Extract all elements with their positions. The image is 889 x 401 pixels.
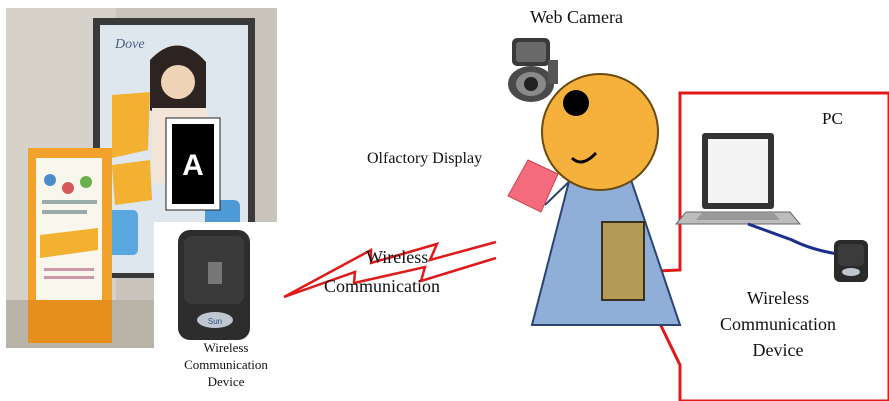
wireless-link-label-line1: Wireless — [366, 247, 429, 267]
device-left-label-line3: Device — [207, 374, 245, 389]
webcam-icon — [508, 38, 558, 102]
web-camera-label: Web Camera — [530, 7, 624, 27]
wireless-link-label-line2: Communication — [324, 276, 440, 296]
device-left-label: Wireless Communication Device — [166, 339, 286, 390]
user-figure — [507, 73, 682, 326]
device-right-label-line1: Wireless — [746, 288, 810, 308]
device-left-label-line1: Wireless — [203, 340, 249, 355]
device-right-label: Wireless Communication Device — [703, 285, 853, 363]
olfactory-display-device — [507, 159, 559, 213]
olfactory-display-label: Olfactory Display — [367, 150, 483, 167]
poster-brand: Dove — [114, 37, 145, 52]
svg-text:Sun: Sun — [208, 317, 222, 326]
usb-cable — [747, 222, 839, 256]
user-eye — [563, 90, 589, 116]
wireless-signal-bolt-lower — [283, 256, 497, 299]
marker-letter: A — [182, 149, 204, 182]
tablet — [601, 221, 645, 301]
pc-callout-box — [632, 91, 889, 401]
laptop-icon — [674, 133, 802, 225]
pc-label: PC — [822, 109, 843, 128]
wireless-device-icon — [834, 240, 868, 282]
user-mouth — [570, 151, 598, 164]
device-right-label-line3: Device — [752, 340, 804, 360]
device-photo-left: Sun — [154, 222, 277, 348]
device-left-label-line2: Communication — [184, 357, 268, 372]
user-head — [541, 73, 659, 191]
device-right-label-line2: Communication — [720, 314, 836, 334]
wireless-signal-bolt — [283, 240, 497, 299]
